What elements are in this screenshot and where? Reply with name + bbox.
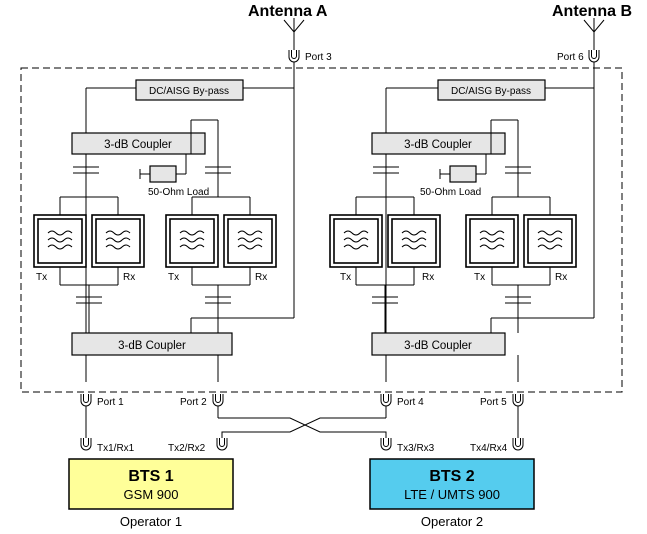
50-ohm-load-right — [449, 165, 477, 183]
operator-2-label: Operator 2 — [421, 514, 483, 529]
tx-filter-icon — [33, 214, 87, 268]
port-2-label: Port 2 — [180, 397, 207, 408]
50-ohm-load-label: 50-Ohm Load — [420, 187, 481, 198]
dc-aisg-bypass-label: DC/AISG By-pass — [451, 86, 531, 97]
dc-aisg-bypass-right — [437, 79, 546, 101]
port-3-connector-icon — [288, 49, 300, 63]
tx-label: Tx — [340, 272, 351, 283]
tx1-rx1-label: Tx1/Rx1 — [97, 443, 135, 454]
tx-filter-icon — [329, 214, 383, 268]
upper-coupler-right-label: 3-dB Coupler — [404, 139, 472, 151]
tx3-rx3-connector-icon — [380, 437, 392, 451]
port-4-connector-icon — [380, 393, 392, 407]
port-1-label: Port 1 — [97, 397, 124, 408]
unit-enclosure — [20, 67, 623, 393]
upper-coupler-right — [371, 132, 506, 155]
port-5-connector-icon — [512, 393, 524, 407]
tx-filter-icon — [465, 214, 519, 268]
antenna-a-label: Antenna A — [248, 3, 328, 20]
port-6-label: Port 6 — [557, 52, 584, 63]
rx-label: Rx — [123, 272, 135, 283]
tx-label: Tx — [168, 272, 179, 283]
bts-1-title: BTS 1 — [128, 468, 173, 485]
bts-2-title: BTS 2 — [429, 468, 474, 485]
tx-label: Tx — [474, 272, 485, 283]
dc-aisg-bypass-left — [135, 79, 244, 101]
rx-label: Rx — [555, 272, 567, 283]
antenna-a-icon — [283, 18, 305, 33]
rx-filter-icon — [387, 214, 441, 268]
rx-label: Rx — [422, 272, 434, 283]
port-2-connector-icon — [212, 393, 224, 407]
rx-label: Rx — [255, 272, 267, 283]
crossover-cable-port2 — [218, 417, 387, 438]
port-3-label: Port 3 — [305, 52, 332, 63]
tx-filter-icon — [165, 214, 219, 268]
tx-label: Tx — [36, 272, 47, 283]
port-6-connector-icon — [588, 49, 600, 63]
tx4-rx4-label: Tx4/Rx4 — [470, 443, 508, 454]
bts-2-subtitle: LTE / UMTS 900 — [404, 487, 500, 502]
rx-filter-icon — [223, 214, 277, 268]
lower-coupler-left — [71, 332, 233, 356]
antenna-b-label: Antenna B — [552, 3, 632, 20]
left-combiner: Antenna A Port 3 DC/AISG By-pass 3-dB Co… — [33, 3, 332, 430]
tx2-rx2-connector-icon — [216, 437, 228, 451]
lower-coupler-right-label: 3-dB Coupler — [404, 340, 472, 352]
bts-1-subtitle: GSM 900 — [124, 487, 179, 502]
bts-1-box — [68, 458, 234, 510]
tx4-rx4-connector-icon — [512, 437, 524, 451]
upper-coupler-left — [71, 132, 206, 155]
50-ohm-load-left — [149, 165, 177, 183]
rx-filter-icon — [523, 214, 577, 268]
tx1-rx1-connector-icon — [80, 437, 92, 451]
tx3-rx3-label: Tx3/Rx3 — [397, 443, 435, 454]
right-combiner: Antenna B Port 6 DC/AISG By-pass 3-dB Co… — [329, 3, 632, 430]
tx2-rx2-label: Tx2/Rx2 — [168, 443, 206, 454]
bts-2-box — [369, 458, 535, 510]
upper-coupler-left-label: 3-dB Coupler — [104, 139, 172, 151]
lower-coupler-left-label: 3-dB Coupler — [118, 340, 186, 352]
operator-1-label: Operator 1 — [120, 514, 182, 529]
port-5-label: Port 5 — [480, 397, 507, 408]
crossover-cable-port4 — [221, 417, 386, 438]
port-4-label: Port 4 — [397, 397, 424, 408]
50-ohm-load-label: 50-Ohm Load — [148, 187, 209, 198]
rx-filter-icon — [91, 214, 145, 268]
lower-coupler-right — [371, 332, 506, 356]
antenna-b-icon — [583, 18, 605, 33]
port-1-connector-icon — [80, 393, 92, 407]
dc-aisg-bypass-label: DC/AISG By-pass — [149, 86, 229, 97]
